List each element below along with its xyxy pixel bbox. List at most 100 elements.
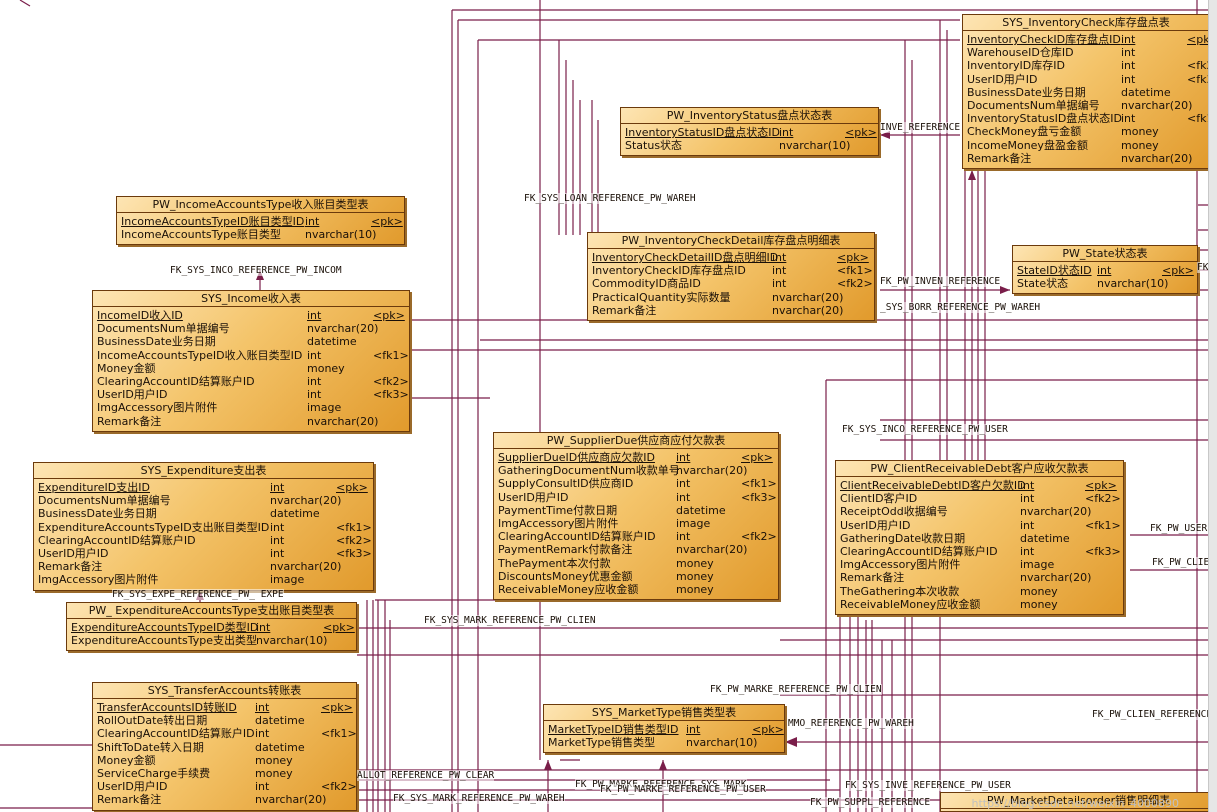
column-type: int [676, 451, 691, 464]
column-name: Remark备注 [592, 303, 657, 317]
column-type: int [1121, 33, 1136, 46]
column-name: ExpenditureID支出ID [38, 481, 150, 494]
relationship-label: FK_SYS_LOAN_REFERENCE_PW_WAREH [524, 193, 696, 204]
column-name: StateID状态ID [1017, 264, 1092, 277]
column-name: ClearingAccountID结算账户ID [38, 533, 196, 547]
column-type: int [772, 264, 787, 278]
column-name: ReceivableMoney应收金额 [498, 582, 639, 596]
column-name: InventoryCheckDetailID盘点明细ID [592, 251, 779, 264]
table-title: PW_MarketDetailsorder销售明细表 [941, 793, 1216, 809]
column-name: ImgAccessory图片附件 [97, 401, 218, 415]
column-type: nvarchar(10) [256, 634, 328, 648]
column-name: PracticalQuantity实际数量 [592, 290, 731, 304]
entity-table[interactable]: PW_ ExpenditureAccountsType支出账目类型表 Expend… [66, 602, 357, 652]
column-key: <pk> [837, 251, 869, 264]
vertical-scrollbar[interactable] [1208, 0, 1217, 812]
relationship-label: FK_PW_USER [1150, 523, 1208, 534]
column-type: money [1020, 597, 1058, 611]
relationship-label: INVE_REFERENCE [880, 122, 961, 133]
column-name: DiscountsMoney优惠金额 [498, 569, 633, 583]
column-type: int [270, 533, 285, 547]
column-type: nvarchar(20) [270, 560, 342, 574]
column-type: money [307, 361, 345, 375]
column-type: int [676, 490, 691, 504]
relationship-label: FK_SYS_INCO_REFERENCE_PW_USER [842, 424, 1008, 435]
entity-table[interactable]: PW_ClientReceivableDebt客户应收欠款表 ClientRece… [835, 460, 1124, 615]
column-key: <pk> [336, 481, 368, 494]
column-name: ImgAccessory图片附件 [38, 573, 159, 587]
column-name: InventoryID库存ID [967, 59, 1065, 73]
column-name: State状态 [1017, 277, 1069, 291]
column-type: int [307, 309, 322, 322]
column-key: <fk3> [741, 490, 777, 504]
column-key: <fk1> [336, 520, 372, 534]
column-name: DocumentsNum单据编号 [38, 494, 171, 508]
column-type: datetime [1121, 85, 1171, 99]
table-title: PW_InventoryCheckDetail库存盘点明细表 [588, 233, 874, 249]
column-name: MarketTypeID销售类型ID [548, 723, 679, 736]
column-type: int [270, 546, 285, 560]
column-type: image [307, 401, 342, 415]
column-type: nvarchar(20) [1121, 98, 1193, 112]
column-type: int [779, 126, 794, 139]
column-name: TheGathering本次收款 [840, 584, 960, 598]
table-title: PW_ ExpenditureAccountsType支出账目类型表 [67, 603, 356, 619]
column-key: <fk3 [1187, 72, 1214, 86]
table-title: PW_ClientReceivableDebt客户应收欠款表 [836, 461, 1123, 477]
column-type: int [686, 723, 701, 736]
column-name: ThePayment本次付款 [498, 556, 611, 570]
column-name: ServiceCharge手续费 [97, 766, 211, 780]
entity-table[interactable]: PW_InventoryCheckDetail库存盘点明细表 InventoryC… [587, 232, 875, 321]
column-name: ExpenditureAccountsType支出类型 [71, 634, 257, 648]
column-key: <fk2> [373, 374, 409, 388]
column-row: InventoryID库存ID int <fk2 [967, 59, 1213, 73]
column-type: nvarchar(20) [676, 464, 748, 478]
column-name: InventoryStatusID盘点状态ID [967, 112, 1123, 126]
column-key: <pk> [371, 215, 403, 228]
column-key: <fk1> [741, 477, 777, 491]
column-key: <fk3> [373, 388, 409, 402]
column-key: <fk2 [1187, 59, 1214, 73]
column-name: UserID用户ID [38, 546, 109, 560]
table-title: PW_IncomeAccountsType收入账目类型表 [117, 197, 404, 213]
column-type: datetime [255, 740, 305, 754]
column-type: int [1121, 59, 1136, 73]
column-name: ReceiptOdd收据编号 [840, 505, 948, 519]
relationship-label: FK_SYS_MARK_REFERENCE_PW_CLIEN [424, 615, 596, 626]
column-name: ClearingAccountID结算账户ID [97, 374, 255, 388]
column-name: Remark备注 [967, 151, 1032, 165]
column-type: money [255, 753, 293, 767]
column-name: RollOutDate转出日期 [97, 714, 208, 728]
column-key: <pk> [845, 126, 877, 139]
column-name: ShiftToDate转入日期 [97, 740, 204, 754]
